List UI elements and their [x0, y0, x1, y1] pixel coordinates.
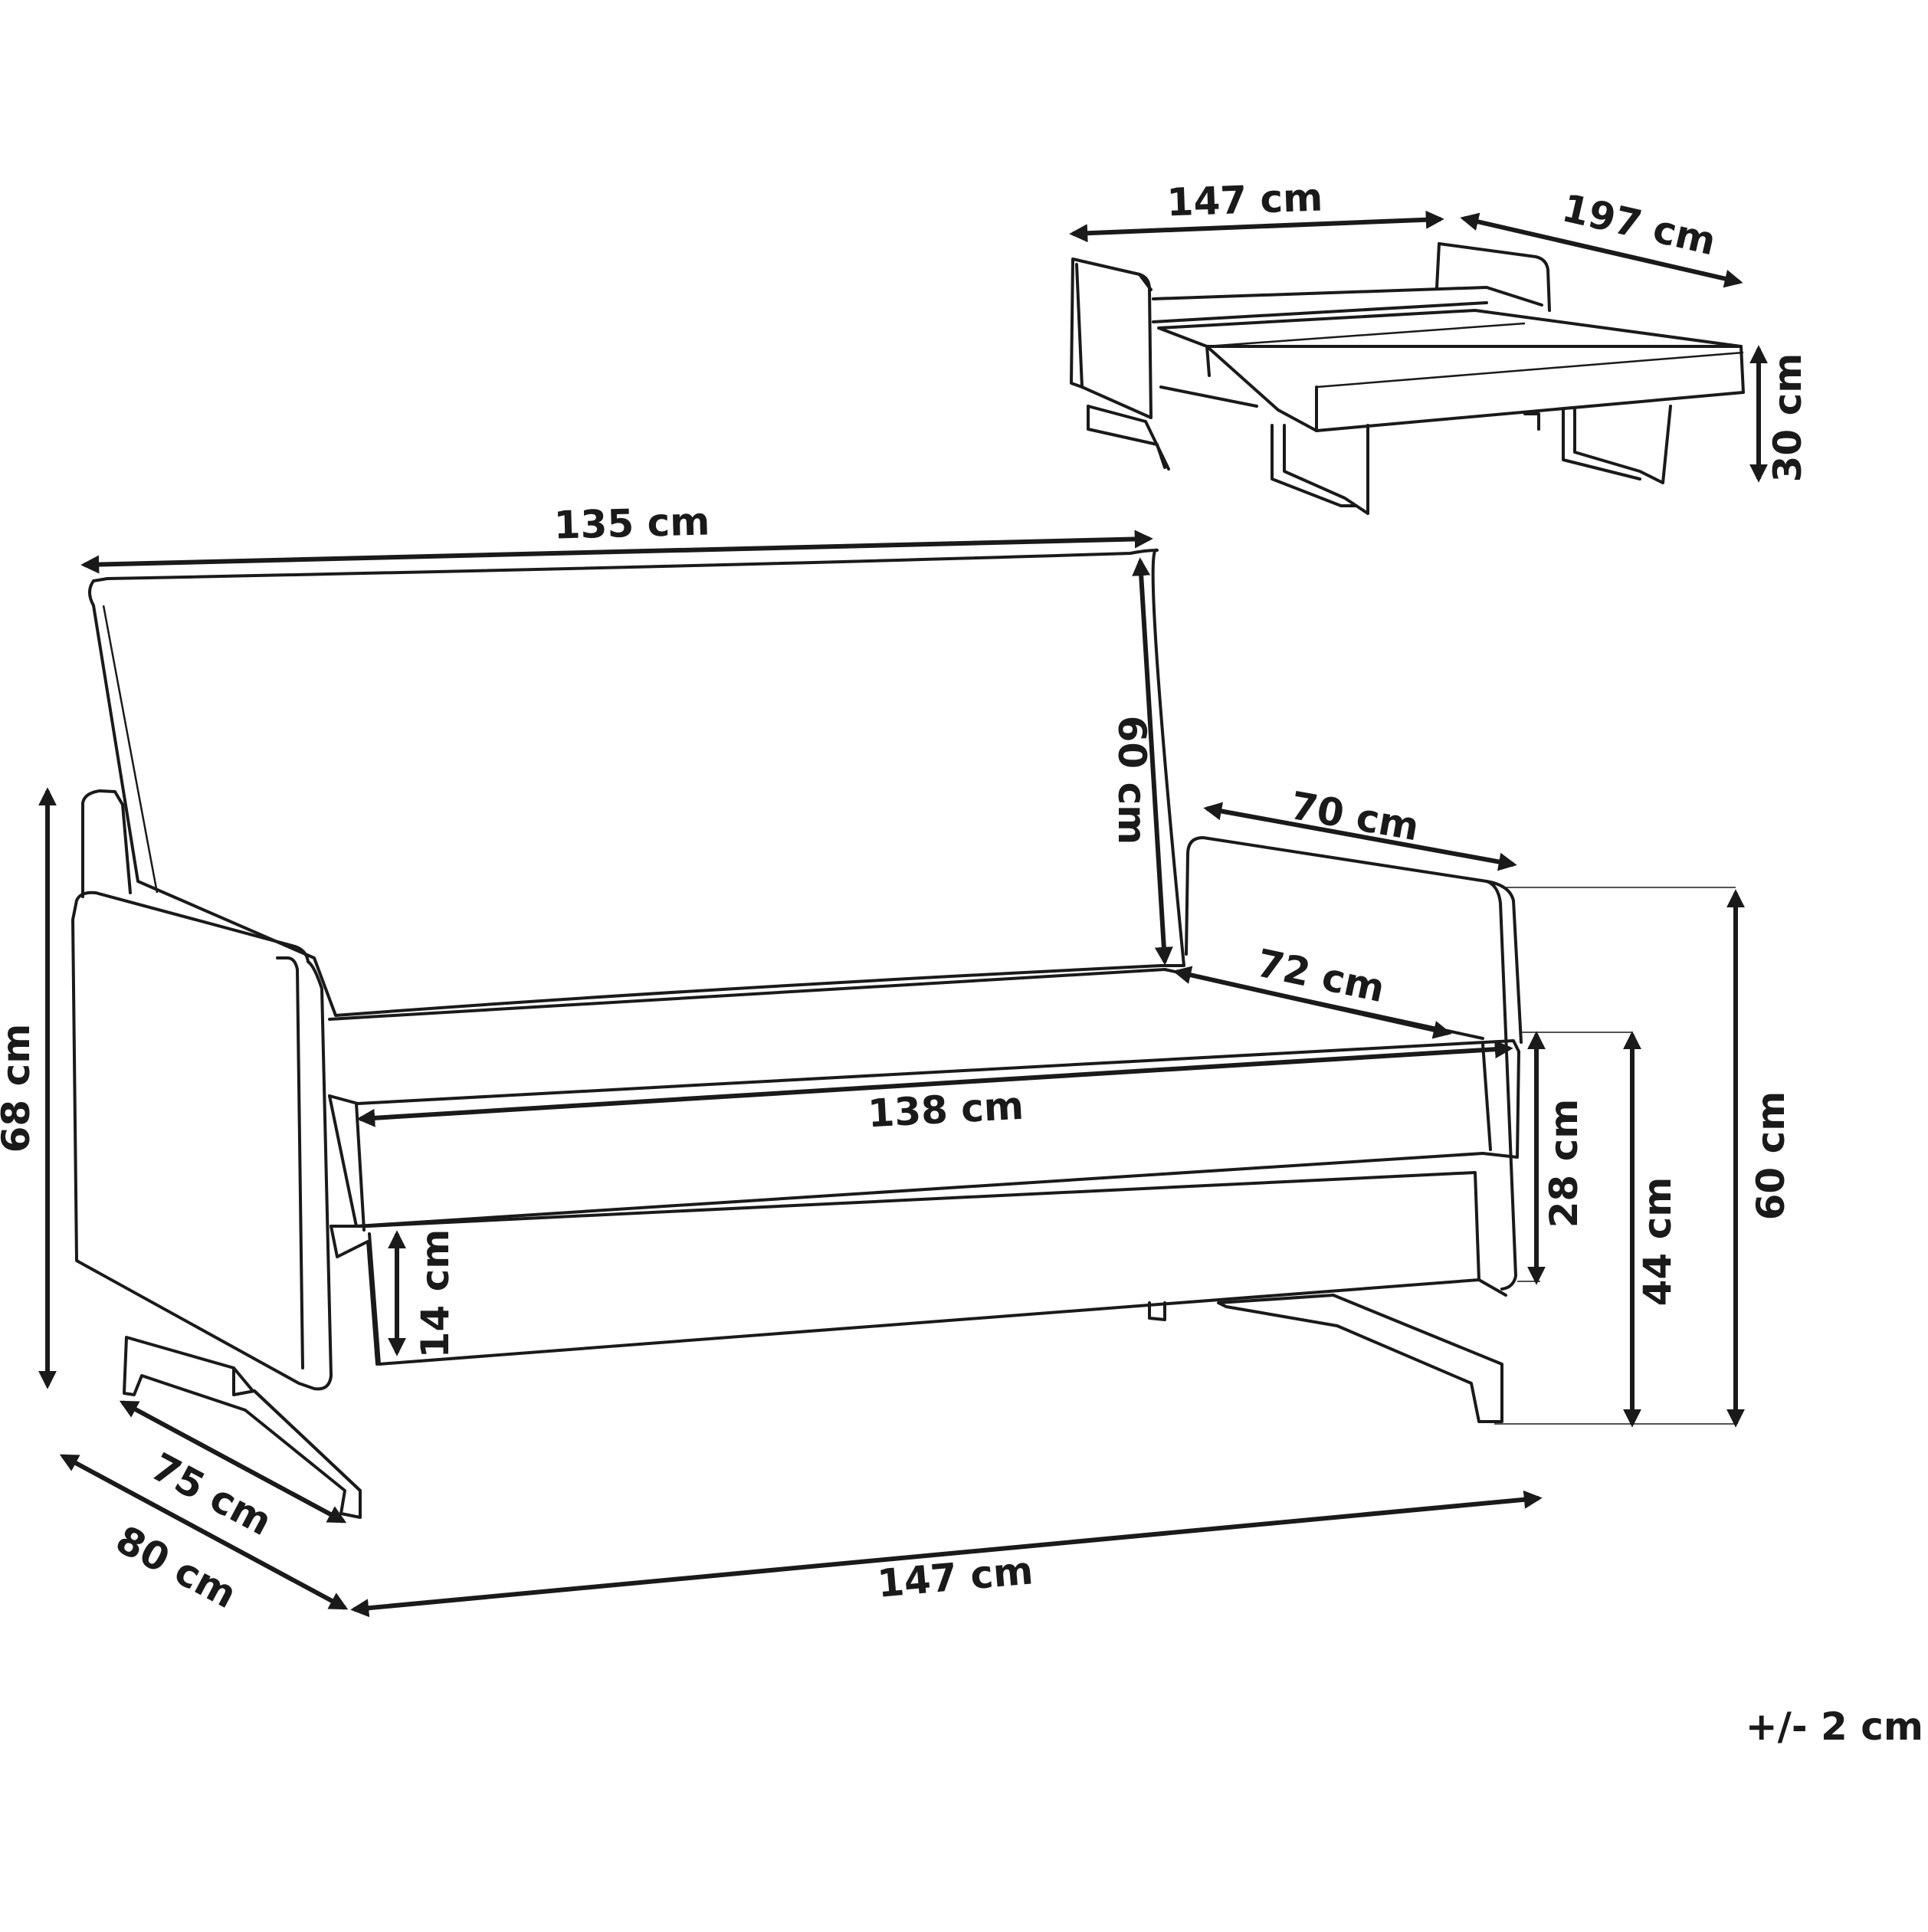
- label-top-width: 147 cm: [1166, 175, 1323, 225]
- seat-depth-arrow: [1172, 966, 1452, 1039]
- label-arm-depth: 70 cm: [1287, 783, 1422, 849]
- total-width-arrow: [350, 1490, 1543, 1618]
- back-height-arrow: [1132, 557, 1173, 966]
- label-back-width: 135 cm: [553, 499, 710, 547]
- label-seat-width: 138 cm: [867, 1084, 1025, 1137]
- sofa-bed-illustration: [1070, 242, 1745, 515]
- dimension-labels: 147 cm 197 cm 30 cm 135 cm 60 cm 70 cm 7…: [0, 175, 1923, 1749]
- total-depth-arrow: [59, 1454, 349, 1610]
- top-length-arrow: [1460, 212, 1743, 288]
- label-leg-clearance: 14 cm: [413, 1229, 457, 1359]
- label-tolerance: +/- 2 cm: [1746, 1704, 1923, 1749]
- label-back-height: 60 cm: [1110, 716, 1154, 845]
- seat-width-arrow: [356, 1040, 1513, 1127]
- label-leg-depth: 75 cm: [144, 1445, 279, 1544]
- dimension-lines: [38, 210, 1768, 1618]
- label-seat-height: 44 cm: [1635, 1177, 1680, 1307]
- top-width-arrow: [1069, 210, 1444, 243]
- label-top-height: 30 cm: [1766, 353, 1810, 483]
- label-seat-depth: 72 cm: [1253, 940, 1389, 1011]
- sofa-illustration: [71, 548, 1523, 1519]
- arm-depth-arrow: [1203, 802, 1517, 871]
- label-total-height: 68 cm: [0, 1024, 38, 1153]
- back-width-arrow: [80, 530, 1153, 574]
- label-top-length: 197 cm: [1558, 185, 1720, 264]
- label-total-depth: 80 cm: [109, 1517, 244, 1617]
- label-arm-height: 60 cm: [1749, 1091, 1793, 1221]
- label-cushion-height: 28 cm: [1542, 1099, 1586, 1228]
